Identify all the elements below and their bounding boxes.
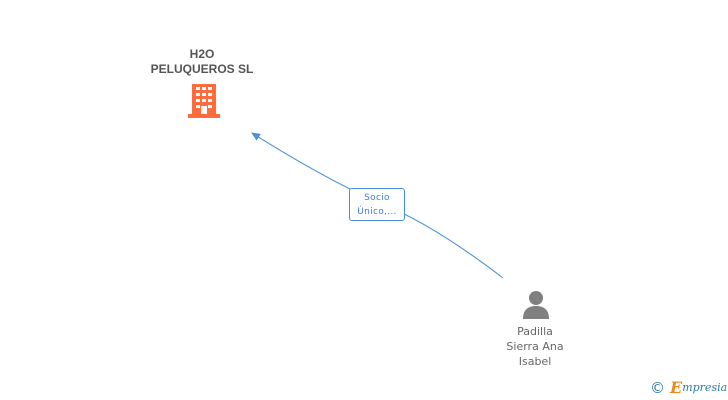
- copyright-icon: ©: [650, 379, 665, 397]
- person-name-line-1: Padilla: [517, 325, 553, 338]
- company-name-line-2: PELUQUEROS SL: [150, 62, 254, 76]
- brand-logo-text: mpresia: [682, 381, 728, 394]
- relation-label-line-2: Único,...: [357, 207, 397, 217]
- relation-label-line-1: Socio: [364, 193, 390, 203]
- person-name[interactable]: Padilla Sierra Ana Isabel: [483, 324, 587, 369]
- person-name-line-2: Sierra Ana: [506, 340, 564, 353]
- relation-label[interactable]: Socio Único,...: [349, 188, 405, 221]
- company-name-line-1: H2O: [189, 47, 215, 61]
- company-name[interactable]: H2O PELUQUEROS SL: [120, 47, 284, 77]
- person-icon[interactable]: [521, 289, 551, 319]
- brand-watermark: © E mpresia: [650, 379, 727, 397]
- person-name-line-3: Isabel: [518, 355, 552, 368]
- building-icon[interactable]: [188, 84, 220, 118]
- brand-logo-initial: E: [670, 378, 683, 397]
